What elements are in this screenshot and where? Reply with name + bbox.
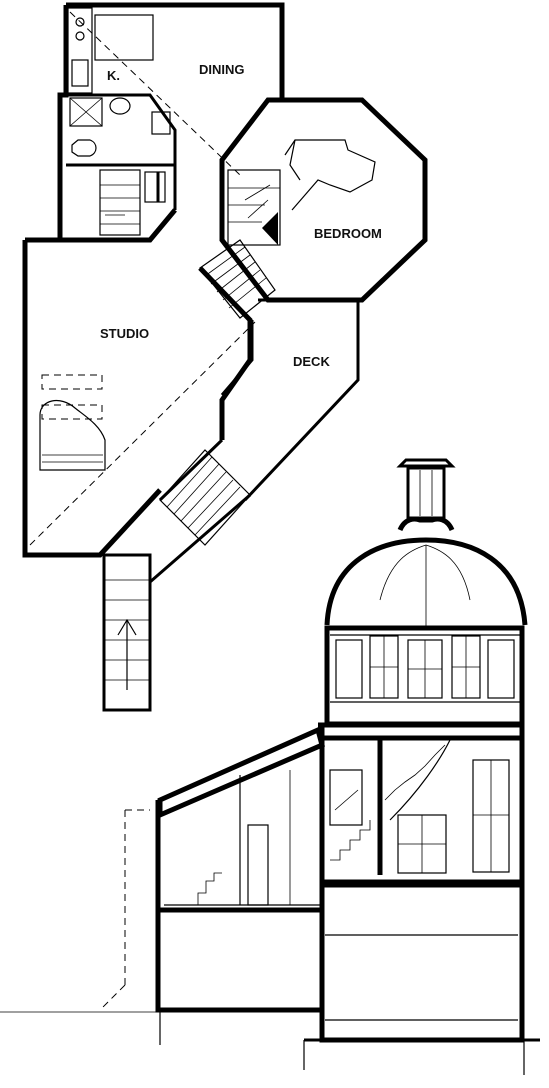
floor-plan: K. DINING BEDROOM STUDIO DECK xyxy=(22,2,428,712)
cupola xyxy=(396,458,456,532)
studio-section xyxy=(155,726,325,1010)
dome xyxy=(324,537,528,636)
kitchen-label: K. xyxy=(107,68,120,83)
bedroom-octagon xyxy=(219,97,428,303)
drum-level xyxy=(324,625,525,727)
dining-label: DINING xyxy=(199,62,245,77)
kitchen-dining-block xyxy=(57,2,285,243)
studio-room xyxy=(22,237,256,558)
building-section xyxy=(0,458,540,1075)
deck-area xyxy=(149,298,360,584)
studio-label: STUDIO xyxy=(100,326,149,341)
tower-body xyxy=(318,722,525,888)
deck-label: DECK xyxy=(293,354,330,369)
entry-stair xyxy=(102,553,152,712)
foundation xyxy=(0,809,540,1075)
bedroom-label: BEDROOM xyxy=(314,226,382,241)
